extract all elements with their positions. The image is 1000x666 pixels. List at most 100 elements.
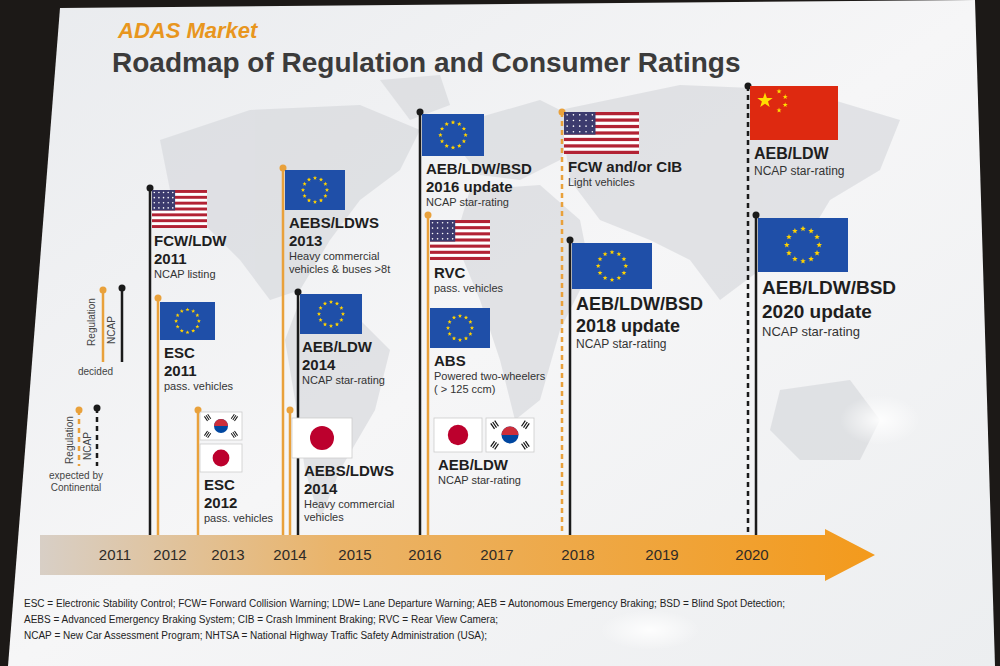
flag-stripe [564, 138, 639, 141]
abbreviation-note: ESC = Electronic Stability Control; FCW=… [24, 596, 785, 612]
flag-star [800, 258, 806, 263]
flag-star [186, 330, 190, 334]
regulation-pole [561, 112, 564, 535]
flag-star [186, 308, 190, 312]
flag-star [579, 131, 581, 133]
flag-star [457, 144, 461, 148]
flag-stripe [152, 219, 207, 222]
event-caption-group: AEBS/LDWS2014Heavy commercial vehicles [304, 462, 416, 524]
flag-star [464, 336, 468, 340]
event-text: NCAP star-rating [438, 474, 558, 487]
flag-star [603, 275, 608, 280]
year-label: 2012 [153, 546, 186, 564]
flag-star [622, 257, 627, 262]
year-label: 2015 [338, 546, 371, 564]
flag-star [579, 120, 581, 122]
flag-star [154, 197, 156, 199]
flag-star [339, 306, 343, 310]
abbreviation-note: AEBS = Advanced Emergency Braking System… [24, 612, 785, 628]
cn-flag [750, 86, 838, 140]
flag-star [154, 192, 156, 194]
flag-disc [448, 425, 468, 445]
trigram-bar [525, 423, 530, 429]
flag-star [303, 194, 307, 198]
flag-star [437, 233, 439, 235]
flag-star [301, 188, 305, 192]
year-label: 2013 [211, 546, 244, 564]
flag-star [592, 125, 594, 127]
regulation-pole [197, 410, 200, 535]
event-text: pass. vehicles [434, 282, 554, 295]
legend-text: Regulation [86, 298, 98, 346]
trigram [490, 441, 499, 450]
flag-star [323, 301, 327, 305]
flag-star [158, 192, 160, 194]
flag-star [172, 207, 174, 209]
event-text: NCAP star-rating [754, 164, 924, 179]
eu-flag [430, 308, 490, 348]
flag-field [486, 418, 534, 452]
flag-star [786, 250, 792, 255]
trigram-bar [521, 443, 526, 449]
event-text: Heavy commercial vehicles & buses >8t [289, 250, 417, 276]
legend-regulation-pole [102, 290, 105, 362]
flag-star [596, 264, 601, 269]
year-label: 2020 [735, 546, 768, 564]
legend-text: NCAP [82, 432, 94, 460]
flag-star [598, 270, 603, 275]
event-caption-group: ESC2012pass. vehicles [204, 476, 278, 525]
flag-star [777, 89, 782, 94]
flag-star [172, 202, 174, 204]
event-text: Light vehicles [568, 176, 738, 189]
regulation-pole [427, 215, 430, 535]
trigram [204, 431, 211, 438]
ncap-pole [419, 112, 422, 535]
flag-field [430, 220, 490, 260]
projector-glare [840, 395, 920, 445]
flag-field [422, 114, 484, 156]
footnote-group: ESC = Electronic Stability Control; FCW=… [24, 596, 785, 644]
flag-star [598, 257, 603, 262]
event-caption-group: FCW and/or CIBLight vehicles [568, 158, 738, 189]
flag-star [303, 182, 307, 186]
flag-field [758, 218, 848, 272]
flag-star [172, 197, 174, 199]
flag-star [191, 309, 195, 313]
timeline-arrow: 2011201220132014201520162017201820192020 [40, 529, 875, 581]
event-text: AEBS/LDWS [289, 214, 417, 232]
us-flag [564, 112, 639, 154]
flag-star [313, 200, 317, 204]
flag-star [783, 102, 788, 107]
flag-star [623, 264, 628, 269]
year-label: 2014 [273, 546, 306, 564]
event-text: 2013 [289, 232, 417, 250]
event-text: AEB/LDW [754, 144, 924, 164]
flag-star [446, 326, 450, 330]
flag-star [167, 197, 169, 199]
trigram [204, 414, 211, 421]
flag-star [445, 122, 449, 126]
trigram-bar [234, 416, 238, 421]
legend-text: decided [78, 366, 113, 378]
flag-star [573, 131, 575, 133]
event-caption-group: ESC2011pass. vehicles [164, 344, 254, 393]
event-caption-group: AEB/LDW/BSD2018 updateNCAP star-rating [576, 293, 746, 352]
flag-star [335, 322, 339, 326]
flag-star [442, 233, 444, 235]
flag-star [180, 309, 184, 313]
eu-flag [300, 294, 362, 334]
flag-star [585, 125, 587, 127]
flag-field [285, 170, 345, 210]
flag-star [319, 318, 323, 322]
event-text: 2011 [154, 250, 274, 268]
flag-star [172, 192, 174, 194]
legend-text: Regulation [64, 416, 76, 464]
flag-star [458, 314, 462, 318]
flag-star [323, 194, 327, 198]
flag-star [447, 238, 449, 240]
flag-star [341, 312, 345, 316]
event-text: AEB/LDW [438, 456, 558, 474]
flag-star [442, 227, 444, 229]
flag-star [176, 313, 180, 317]
regulation-pole-knob [155, 295, 162, 302]
